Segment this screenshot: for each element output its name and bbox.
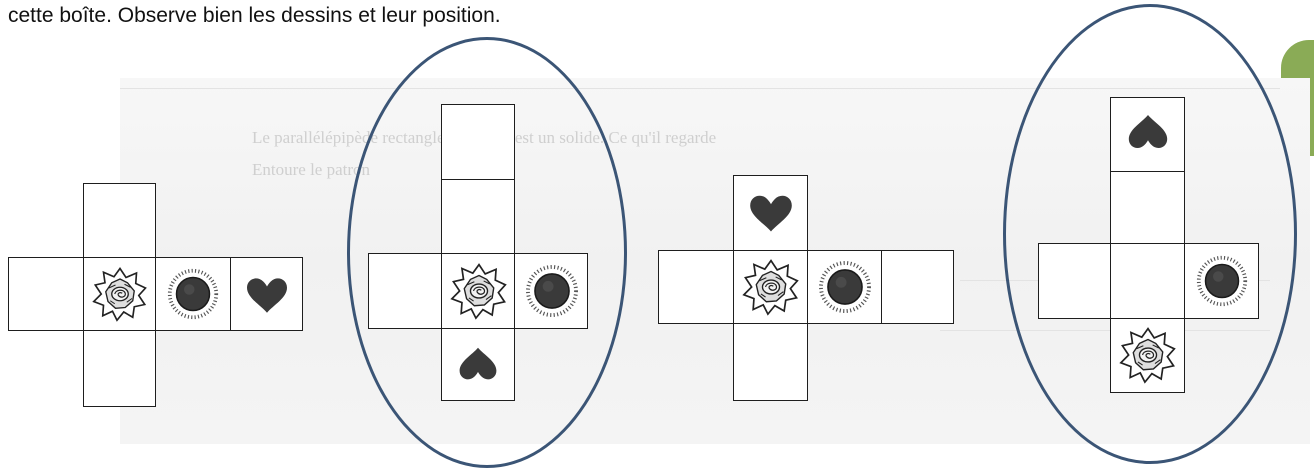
net-face bbox=[83, 183, 156, 258]
net-face bbox=[155, 257, 231, 331]
faint-scan-text: Entoure le patron bbox=[252, 160, 371, 179]
net-face bbox=[733, 175, 808, 251]
heart-icon bbox=[242, 269, 292, 319]
heart-icon bbox=[745, 186, 797, 238]
scan-line bbox=[120, 88, 1280, 89]
sun-circle-icon bbox=[163, 263, 223, 325]
selection-oval bbox=[347, 37, 627, 468]
net-face bbox=[230, 257, 303, 331]
net-face bbox=[807, 250, 882, 324]
net-face bbox=[83, 257, 156, 331]
net-face bbox=[733, 250, 808, 324]
instruction-text: cette boîte. Observe bien les dessins et… bbox=[8, 4, 501, 27]
selection-oval bbox=[1003, 4, 1297, 464]
net-face bbox=[881, 250, 954, 324]
net-face bbox=[658, 250, 734, 324]
net-face bbox=[8, 257, 84, 331]
net-face bbox=[733, 323, 808, 401]
sun-circle-icon bbox=[814, 256, 876, 318]
rose-flower-icon bbox=[90, 263, 150, 325]
rose-flower-icon bbox=[740, 255, 802, 319]
net-face bbox=[83, 330, 156, 407]
